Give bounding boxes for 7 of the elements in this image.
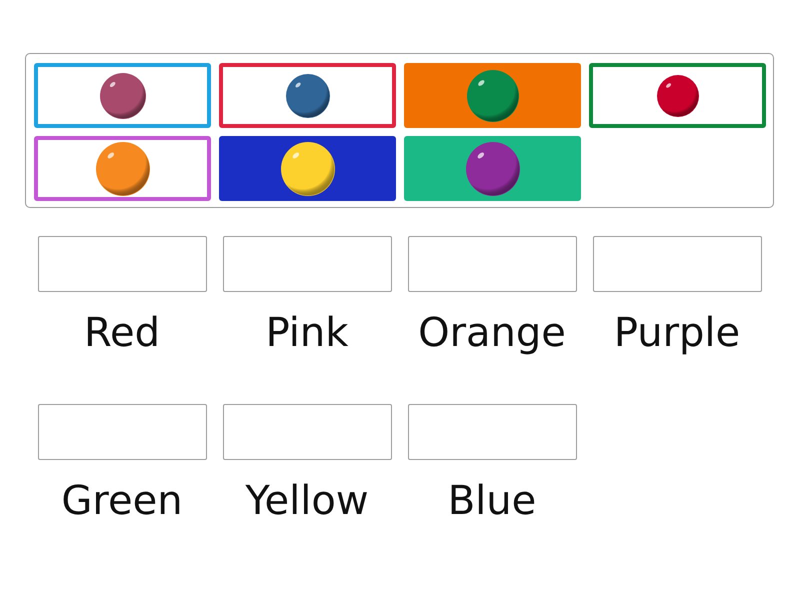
word-label: Purple (614, 309, 740, 358)
word-label: Red (84, 309, 160, 358)
word-label: Yellow (245, 477, 369, 526)
word-label: Green (61, 477, 183, 526)
word-label: Orange (418, 309, 566, 358)
word-label: Pink (266, 309, 348, 358)
word-label: Blue (448, 477, 536, 526)
